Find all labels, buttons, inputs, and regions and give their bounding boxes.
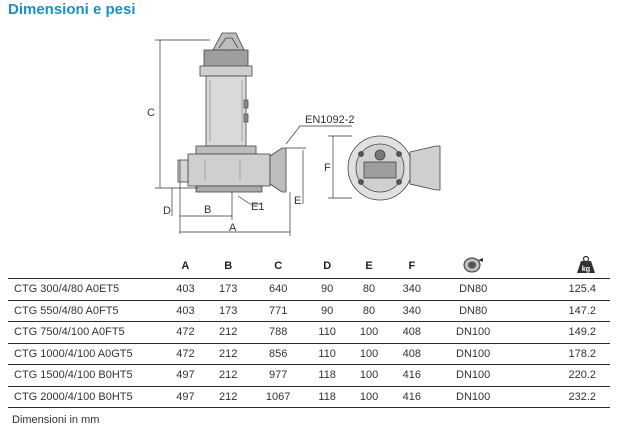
cell-e: 100 (347, 321, 391, 343)
table-header-row: A B C D E F kg (8, 254, 610, 279)
cell-weight: 232.2 (513, 385, 610, 408)
table-row: CTG 300/4/80 A0ET5 403 173 640 90 80 340… (8, 278, 610, 300)
cell-weight: 125.4 (513, 278, 610, 300)
cell-e: 100 (347, 342, 391, 365)
cell-weight: 147.2 (513, 299, 610, 322)
cell-a: 472 (164, 342, 207, 365)
cell-f: 416 (390, 385, 434, 408)
cell-d: 118 (306, 364, 348, 386)
header-dn (433, 254, 513, 279)
svg-text:kg: kg (582, 266, 590, 273)
header-b: B (224, 260, 233, 272)
cell-d: 90 (306, 299, 348, 322)
cell-f: 408 (390, 321, 434, 343)
cell-c: 771 (249, 299, 307, 322)
flange-dn-icon (463, 257, 484, 272)
header-model (8, 254, 164, 279)
dim-label-c: C (147, 107, 155, 119)
header-e: E (365, 260, 373, 272)
cell-weight: 178.2 (513, 342, 610, 365)
header-d: D (323, 260, 332, 272)
cell-model: CTG 300/4/80 A0ET5 (8, 278, 164, 300)
dim-label-d: D (163, 205, 171, 217)
page-title: Dimensioni e pesi (8, 1, 136, 18)
header-a: A (181, 260, 190, 272)
dim-label-e: E (294, 195, 301, 207)
cell-d: 90 (306, 278, 348, 300)
cell-model: CTG 2000/4/100 B0HT5 (8, 385, 164, 408)
dim-label-a: A (229, 222, 237, 234)
cell-model: CTG 750/4/100 A0FT5 (8, 321, 164, 343)
header-c: C (274, 260, 283, 272)
cell-a: 403 (164, 278, 207, 300)
cell-d: 110 (306, 342, 348, 365)
cell-model: CTG 1000/4/100 A0GT5 (8, 342, 164, 365)
flange-standard-label: EN1092-2 (305, 114, 355, 126)
cell-a: 497 (164, 364, 207, 386)
cell-b: 173 (206, 299, 250, 322)
cell-weight: 149.2 (513, 321, 610, 343)
cell-a: 497 (164, 385, 207, 408)
table-row: CTG 750/4/100 A0FT5 472 212 788 110 100 … (8, 321, 610, 343)
cell-c: 788 (249, 321, 307, 343)
cell-c: 1067 (249, 385, 307, 408)
cell-dn: DN80 (433, 299, 514, 322)
table-row: CTG 550/4/80 A0FT5 403 173 771 90 80 340… (8, 299, 610, 322)
cell-dn: DN100 (433, 364, 514, 386)
dim-label-f: F (324, 162, 331, 174)
table-row: CTG 1500/4/100 B0HT5 497 212 977 118 100… (8, 364, 610, 386)
cell-b: 212 (206, 385, 250, 408)
weight-kg-icon: kg (577, 255, 595, 273)
cell-dn: DN100 (433, 385, 514, 408)
cell-e: 80 (347, 299, 391, 322)
cell-dn: DN80 (433, 278, 514, 300)
cell-b: 173 (206, 278, 250, 300)
table-row: CTG 2000/4/100 B0HT5 497 212 1067 118 10… (8, 385, 610, 408)
cell-c: 977 (249, 364, 307, 386)
cell-a: 472 (164, 321, 207, 343)
cell-dn: DN100 (433, 342, 514, 365)
header-weight: kg (513, 254, 610, 279)
cell-f: 416 (390, 364, 434, 386)
dim-label-b: B (204, 204, 211, 216)
cell-f: 408 (390, 342, 434, 365)
cell-weight: 220.2 (513, 364, 610, 386)
cell-f: 340 (390, 299, 434, 322)
cell-d: 118 (306, 385, 348, 408)
header-f: F (408, 260, 416, 272)
cell-e: 100 (347, 385, 391, 408)
pump-dimension-drawing: C D B A E1 E F EN1092-2 (147, 32, 441, 236)
cell-e: 100 (347, 364, 391, 386)
table-row: CTG 1000/4/100 A0GT5 472 212 856 110 100… (8, 342, 610, 365)
units-note: Dimensioni in mm (12, 414, 100, 426)
cell-b: 212 (206, 342, 250, 365)
cell-b: 212 (206, 364, 250, 386)
dimensions-table: A B C D E F kg CTG (8, 254, 610, 408)
cell-f: 340 (390, 278, 434, 300)
cell-a: 403 (164, 299, 207, 322)
dim-label-e1: E1 (251, 201, 264, 213)
cell-e: 80 (347, 278, 391, 300)
cell-model: CTG 550/4/80 A0FT5 (8, 299, 164, 322)
cell-c: 856 (249, 342, 307, 365)
cell-dn: DN100 (433, 321, 514, 343)
cell-b: 212 (206, 321, 250, 343)
cell-d: 110 (306, 321, 348, 343)
cell-model: CTG 1500/4/100 B0HT5 (8, 364, 164, 386)
cell-c: 640 (249, 278, 307, 300)
